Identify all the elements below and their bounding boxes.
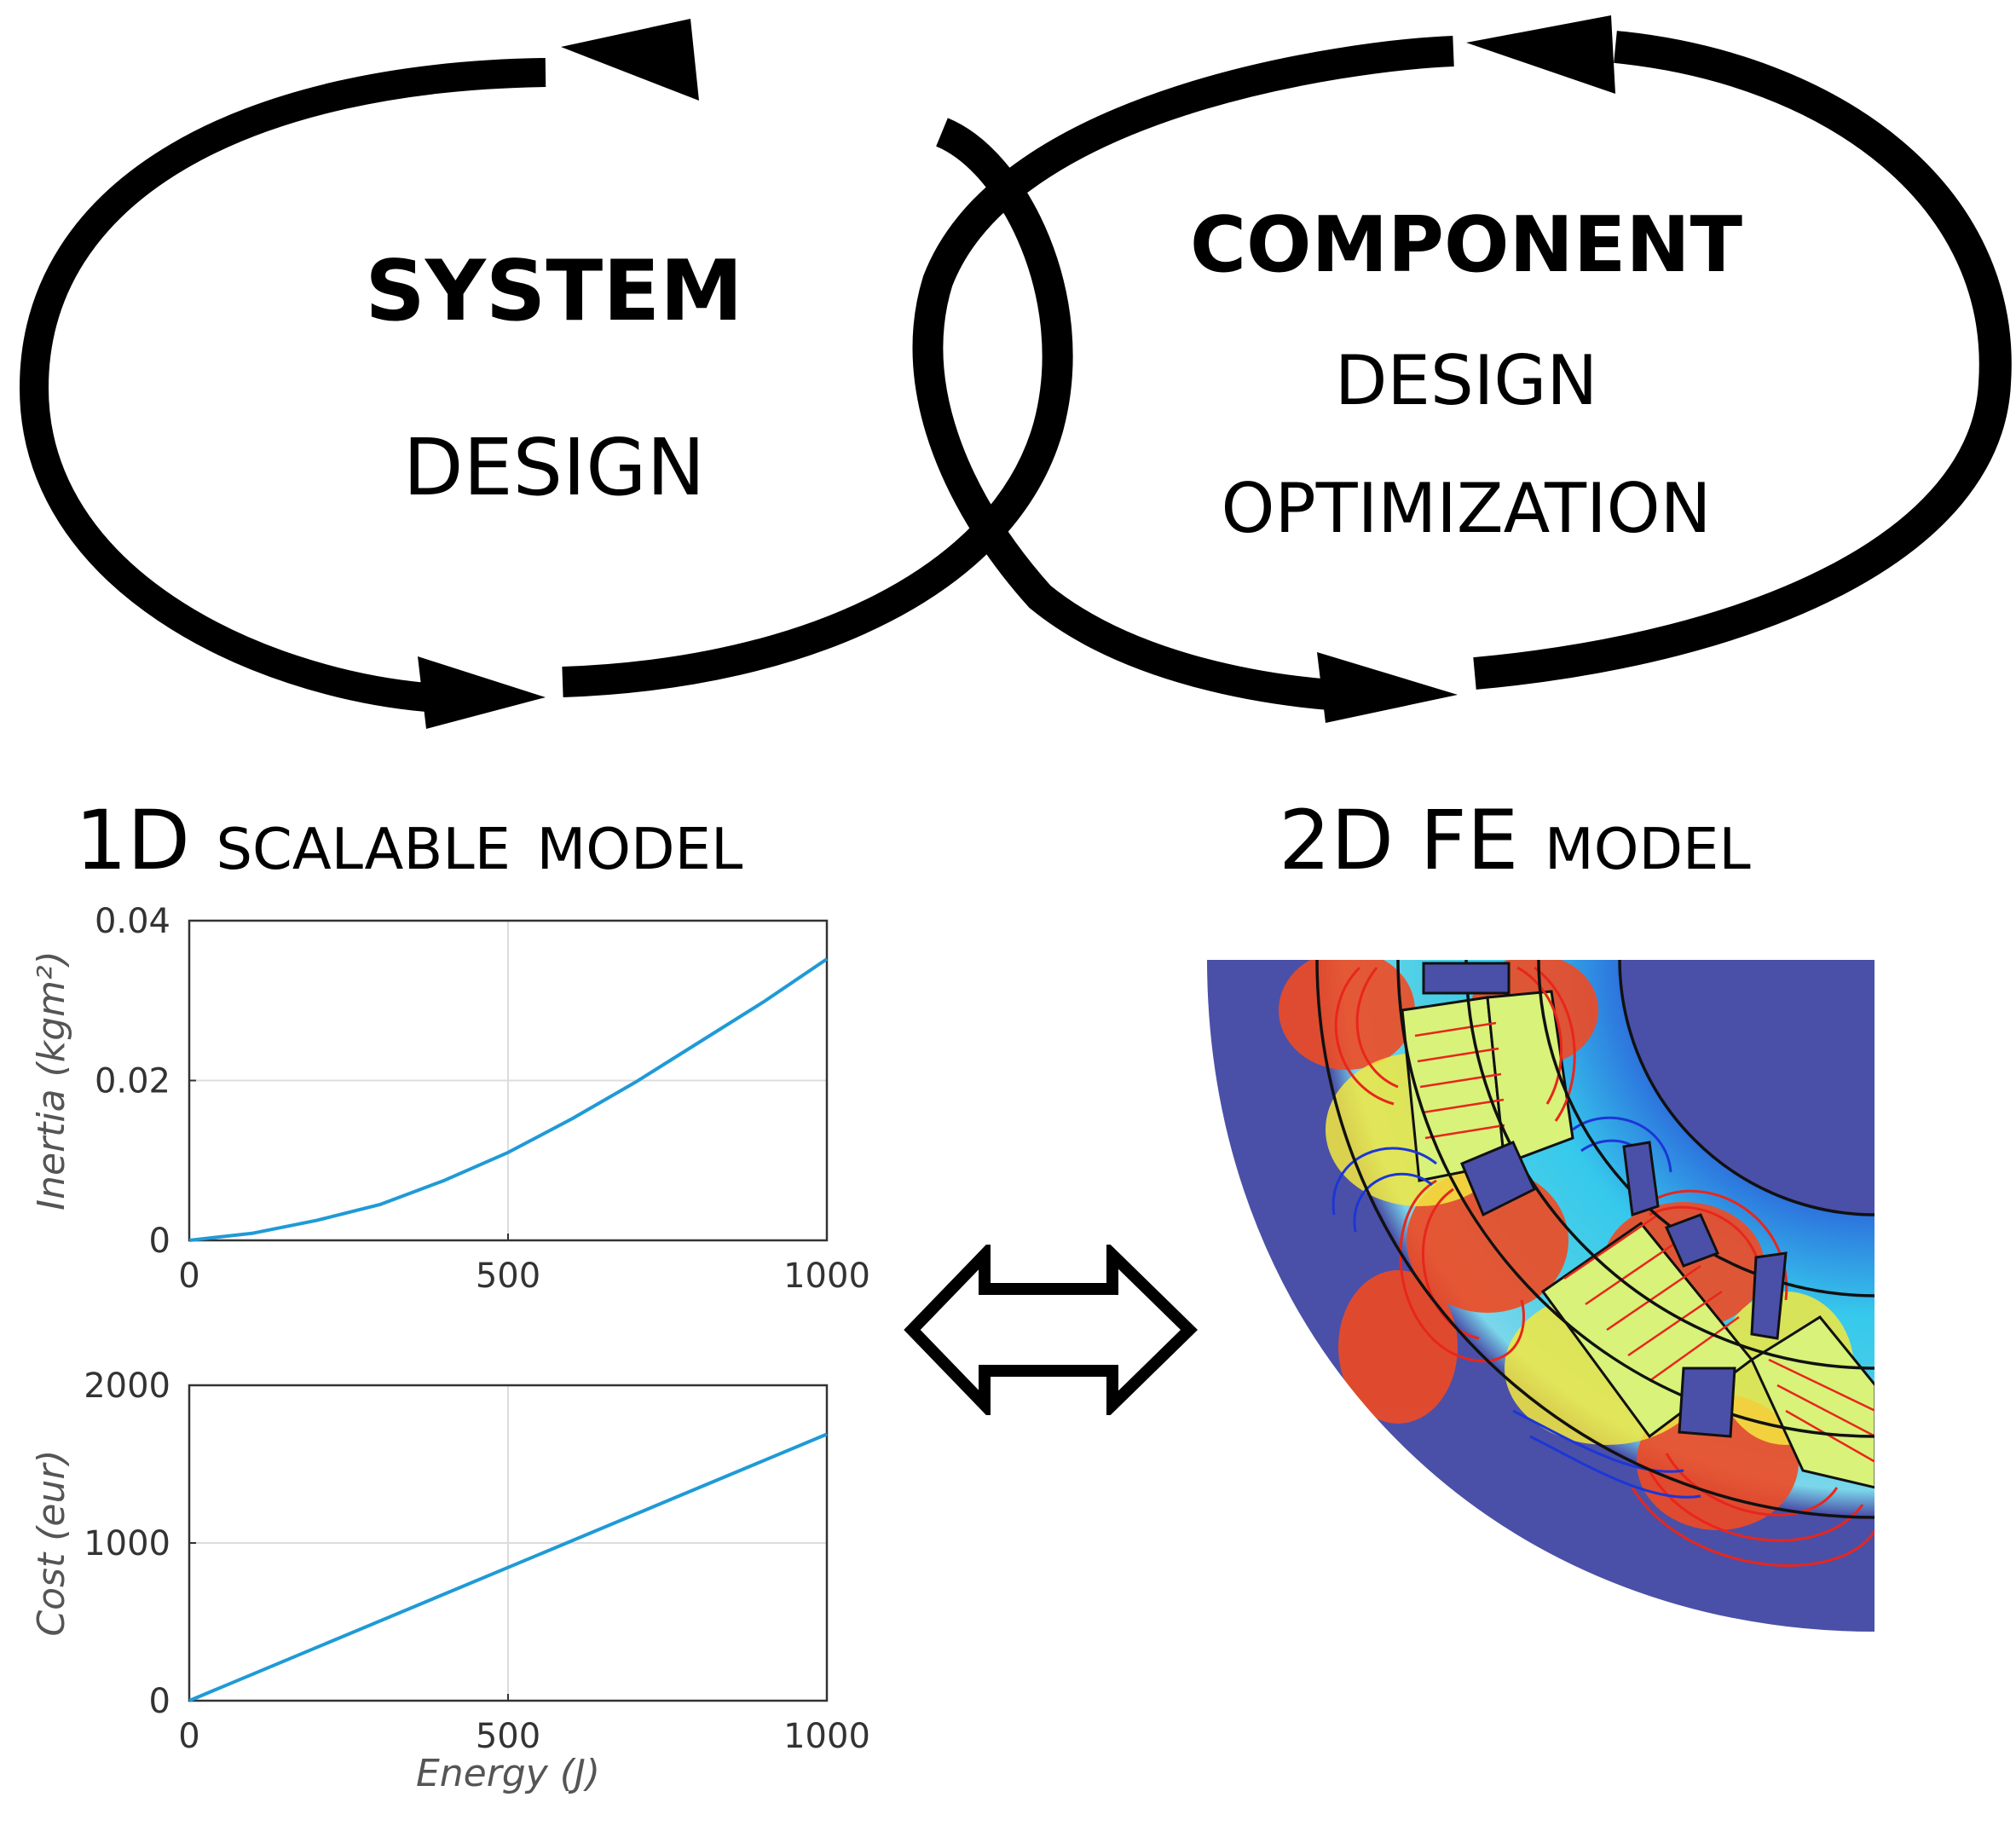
y-tick-label: 0.04 — [95, 902, 170, 941]
left-model-title: 1D scalable model — [75, 793, 743, 888]
y-tick-label: 0.02 — [95, 1062, 170, 1101]
fe-model-image — [1206, 959, 1876, 1634]
component-line3: OPTIMIZATION — [1221, 469, 1712, 548]
system-subtitle: DESIGN — [402, 422, 706, 513]
right-model-title: 2D FE model — [1279, 793, 1751, 888]
x-tick-label: 0 — [178, 1257, 199, 1296]
system-design-loop — [19, 19, 1073, 729]
component-loop-arrowhead-bottom — [1317, 652, 1458, 723]
bidirectional-arrow-icon — [904, 1245, 1199, 1415]
design-loops-diagram — [19, 15, 2012, 729]
component-loop-arrowhead-top — [1466, 15, 1615, 94]
x-tick-label: 1000 — [783, 1257, 870, 1296]
series-line — [188, 1432, 828, 1702]
y-tick-label: 0 — [149, 1222, 170, 1261]
component-design-loop — [912, 15, 2012, 723]
x-axis-label: Energy (J) — [416, 1752, 600, 1795]
x-tick-label: 0 — [178, 1717, 199, 1756]
x-tick-label: 1000 — [783, 1717, 870, 1756]
series-line — [188, 957, 829, 1242]
component-line2: DESIGN — [1334, 341, 1598, 420]
y-tick-label: 2000 — [84, 1367, 170, 1406]
system-loop-arrowhead-top — [561, 19, 699, 101]
y-tick-label: 1000 — [84, 1524, 170, 1563]
y-axis-label: Cost (eur) — [30, 1449, 73, 1636]
component-title: COMPONENT — [1189, 200, 1743, 290]
system-loop-arrowhead-bottom — [418, 656, 546, 729]
x-tick-label: 500 — [476, 1717, 540, 1756]
x-tick-label: 500 — [476, 1257, 540, 1296]
y-tick-label: 0 — [149, 1682, 170, 1721]
system-title: SYSTEM — [365, 243, 743, 340]
y-axis-label: Inertia (kgm²) — [30, 951, 73, 1211]
